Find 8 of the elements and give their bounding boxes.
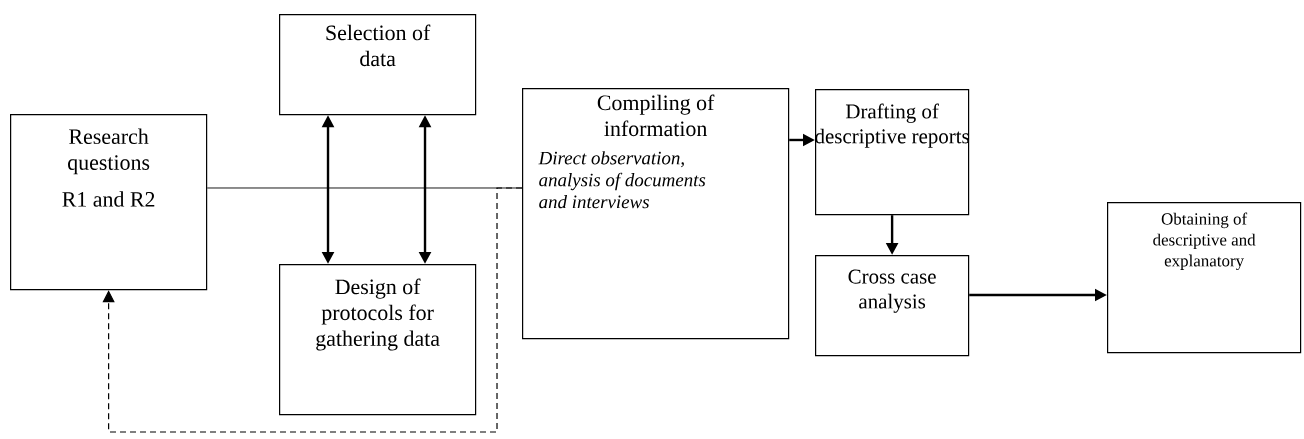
- process-box: Cross case analysis: [815, 255, 970, 357]
- process-box: Research questions R1 and R2: [10, 114, 208, 291]
- process-box: Compiling of information Direct observation, analysis of documents and interviews: [522, 88, 790, 340]
- process-box: Drafting of descriptive reports: [815, 89, 970, 216]
- process-box: Selection of data: [279, 14, 477, 116]
- process-box: Obtaining of descriptive and explanatory: [1107, 202, 1302, 354]
- process-box: Design of protocols for gathering data: [279, 264, 477, 416]
- arrow: [102, 187, 523, 433]
